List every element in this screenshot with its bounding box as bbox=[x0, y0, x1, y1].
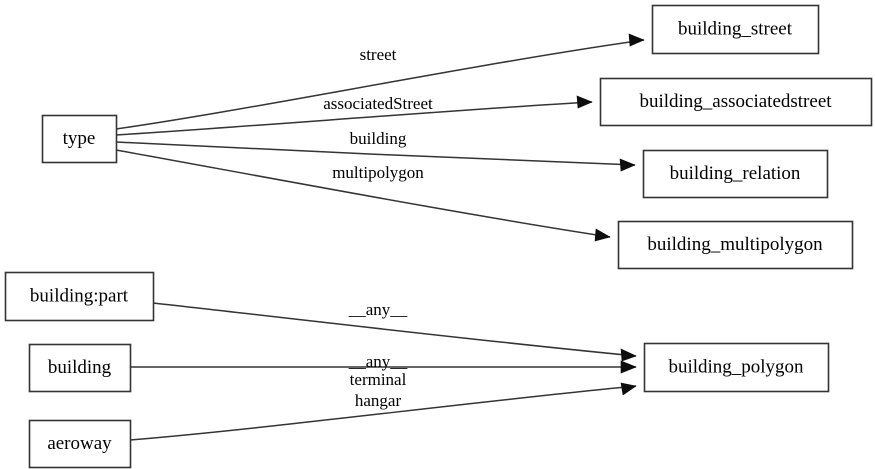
node-label: building_polygon bbox=[668, 356, 804, 377]
node-building_multipolygon[interactable]: building_multipolygon bbox=[617, 220, 854, 270]
node-box[interactable] bbox=[28, 419, 132, 469]
node-label: type bbox=[63, 128, 96, 149]
node-type[interactable]: type bbox=[41, 114, 118, 164]
node-box[interactable] bbox=[642, 149, 829, 199]
edge-buildingpart-any bbox=[152, 302, 637, 362]
node-label: building_street bbox=[678, 18, 793, 39]
node-label: building_associatedstreet bbox=[639, 91, 832, 112]
edge-type-multipolygon bbox=[115, 149, 611, 242]
edges-layer bbox=[115, 33, 645, 441]
edge-building-any bbox=[130, 360, 637, 374]
node-label: building_multipolygon bbox=[647, 234, 823, 255]
edge-type-building bbox=[115, 141, 636, 172]
edge-line bbox=[115, 39, 645, 130]
node-label: building:part bbox=[30, 285, 129, 306]
arrowhead-icon bbox=[620, 382, 637, 396]
node-label: building_relation bbox=[670, 163, 801, 184]
node-box[interactable] bbox=[651, 4, 820, 55]
arrowhead-icon bbox=[619, 158, 636, 172]
node-box[interactable] bbox=[41, 114, 118, 164]
edge-aeroway-terminal-hangar bbox=[129, 382, 637, 441]
edge-line bbox=[115, 149, 611, 238]
arrowhead-icon bbox=[628, 33, 645, 47]
edge-line bbox=[115, 101, 593, 136]
node-building[interactable]: building bbox=[28, 343, 132, 393]
edge-label: multipolygon bbox=[332, 163, 424, 182]
node-building_part[interactable]: building:part bbox=[4, 271, 155, 322]
edge-label: __any__ bbox=[348, 300, 408, 319]
node-aeroway[interactable]: aeroway bbox=[28, 419, 132, 469]
edge-label-secondary: hangar bbox=[355, 391, 402, 410]
node-box[interactable] bbox=[4, 271, 155, 322]
nodes-layer: type building_street building_associatedst… bbox=[4, 4, 873, 469]
node-building_polygon[interactable]: building_polygon bbox=[643, 342, 830, 393]
node-building_associatedstreet[interactable]: building_associatedstreet bbox=[599, 77, 873, 127]
edge-label: street bbox=[360, 45, 397, 64]
arrowhead-icon bbox=[576, 95, 593, 109]
edge-line bbox=[152, 302, 637, 357]
edge-labels-layer: street associatedStreet building multipolyg… bbox=[323, 45, 433, 410]
edge-type-street bbox=[115, 33, 645, 130]
node-box[interactable] bbox=[643, 342, 830, 393]
node-building_street[interactable]: building_street bbox=[651, 4, 820, 55]
edge-label: associatedStreet bbox=[323, 94, 433, 113]
arrowhead-icon bbox=[620, 360, 637, 374]
node-box[interactable] bbox=[28, 343, 132, 393]
edge-type-associatedstreet bbox=[115, 95, 593, 136]
arrowhead-icon bbox=[620, 348, 637, 362]
edge-label: building bbox=[350, 129, 407, 148]
edge-line bbox=[129, 385, 637, 441]
node-label: building bbox=[48, 357, 112, 378]
node-building_relation[interactable]: building_relation bbox=[642, 149, 829, 199]
node-box[interactable] bbox=[599, 77, 873, 127]
node-label: aeroway bbox=[47, 433, 112, 454]
edge-label: __any__ bbox=[348, 352, 408, 371]
node-box[interactable] bbox=[617, 220, 854, 270]
arrowhead-icon bbox=[594, 228, 611, 242]
edge-label: terminal bbox=[350, 370, 407, 389]
edge-line bbox=[115, 141, 636, 166]
